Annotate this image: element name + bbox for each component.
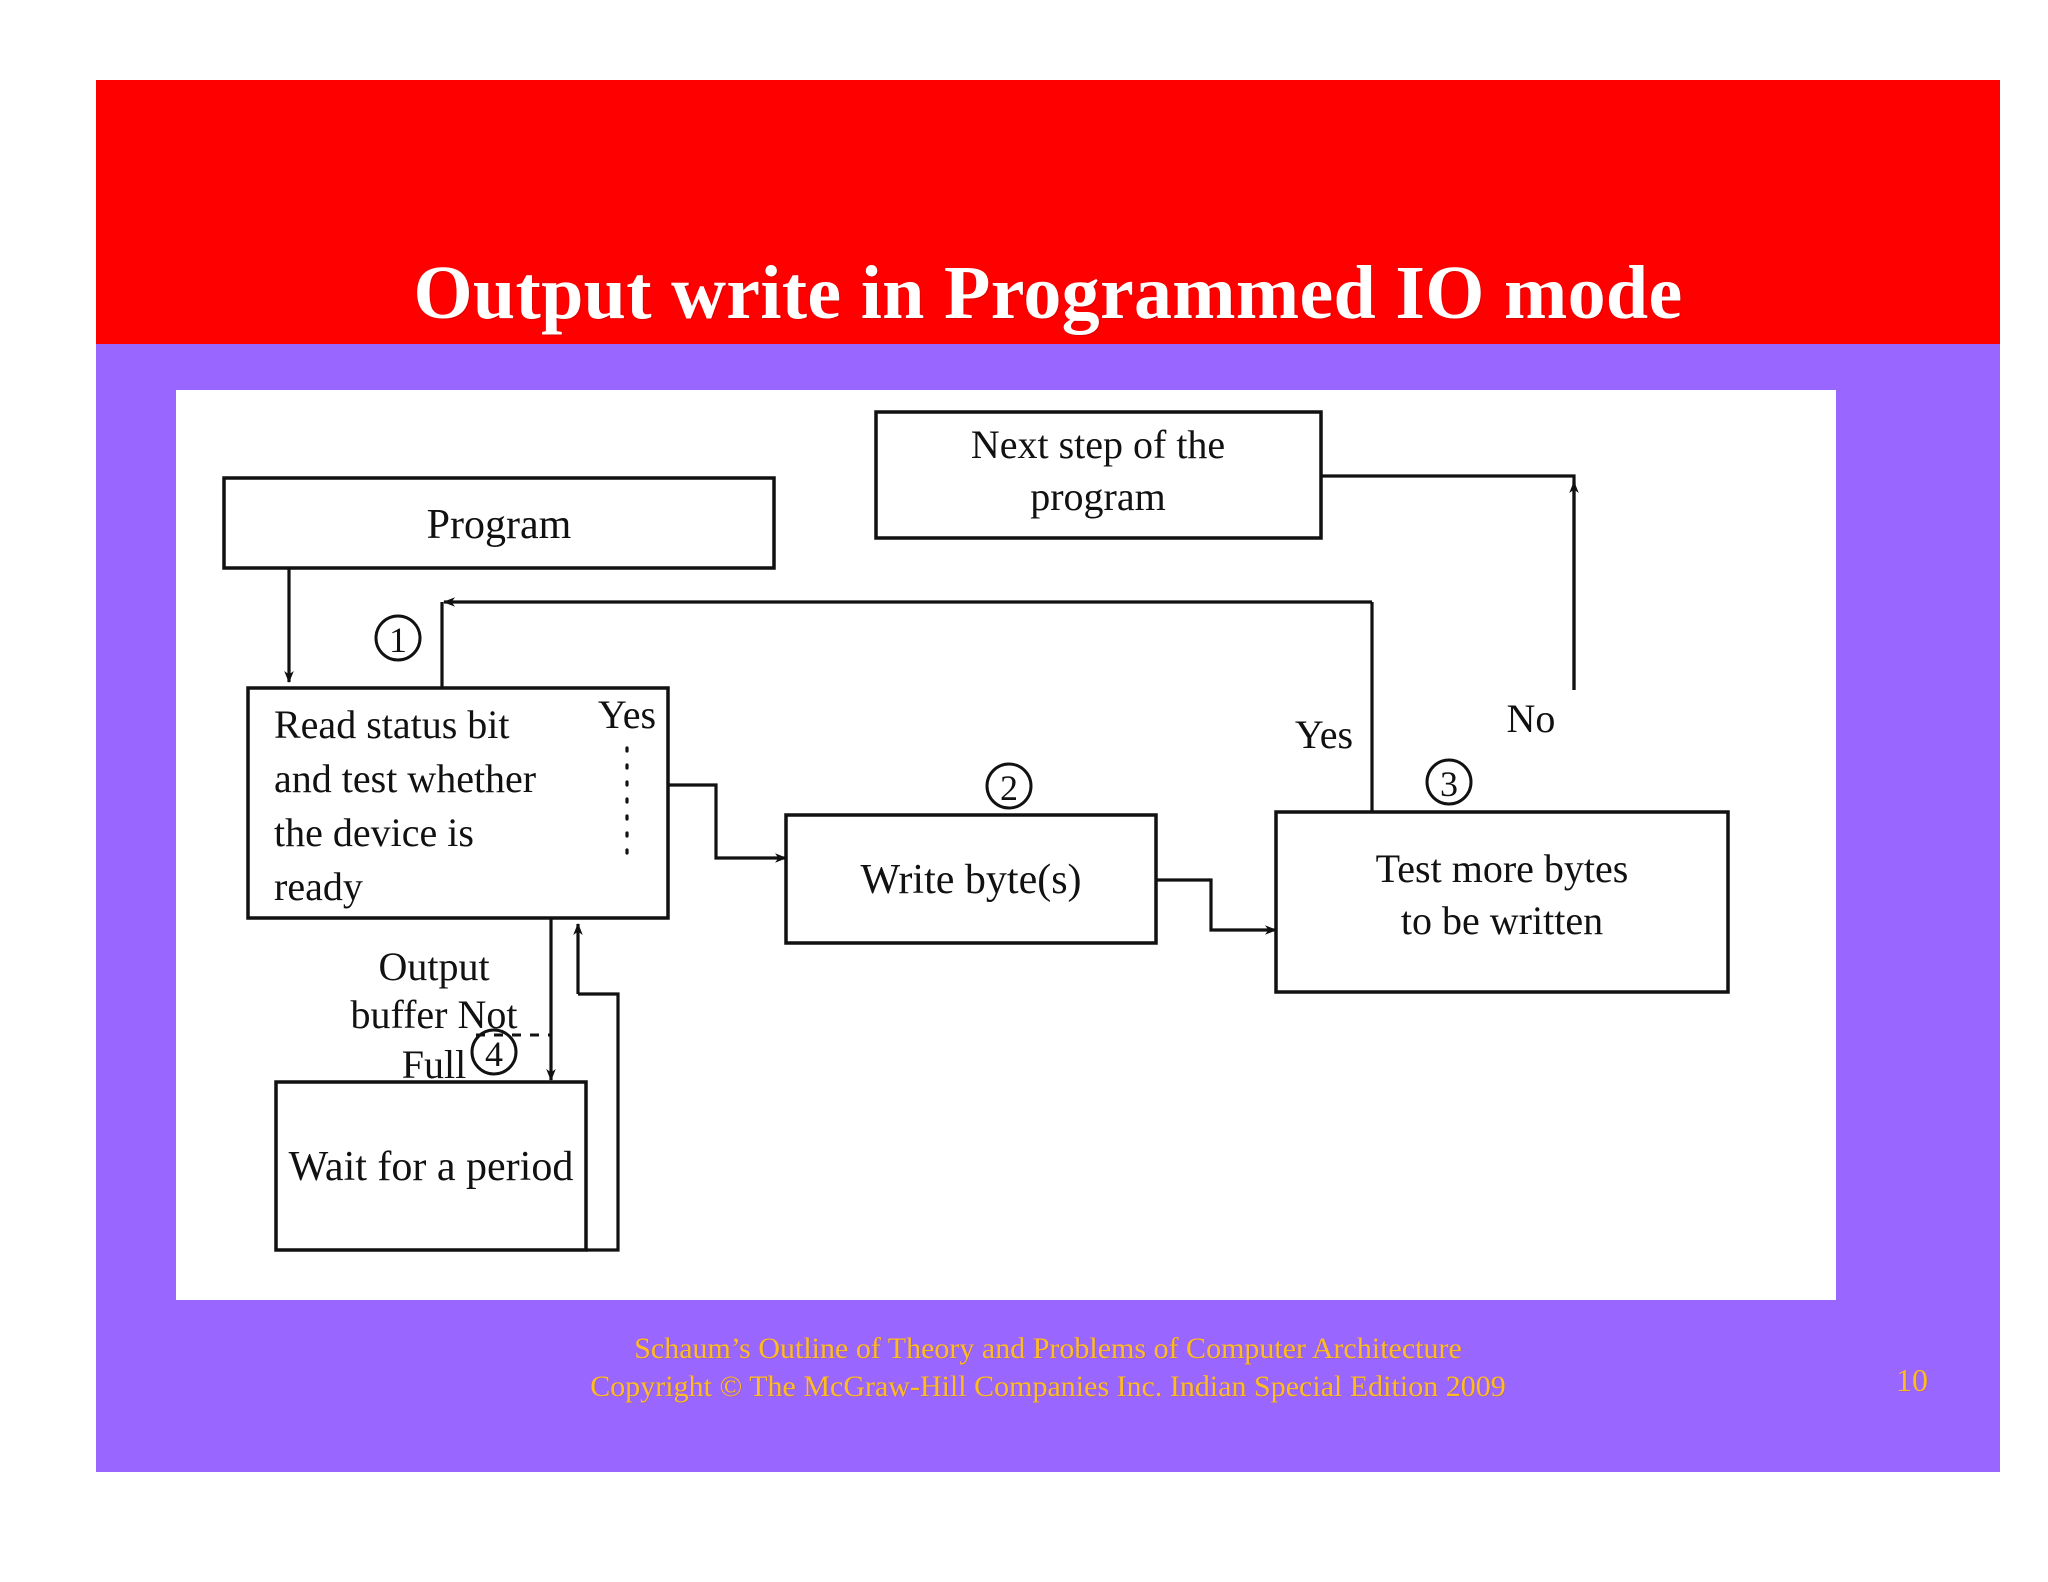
marker-2: 2 bbox=[985, 762, 1033, 810]
page-title: Output write in Programmed IO mode bbox=[413, 251, 1683, 336]
marker-1: ① 1 bbox=[374, 614, 422, 662]
marker-1-digit: 1 bbox=[389, 620, 407, 660]
footer: Schaum’s Outline of Theory and Problems … bbox=[96, 1330, 2000, 1407]
marker-3-digit: 3 bbox=[1440, 764, 1458, 804]
node-test-more-label-line2: to be written bbox=[1401, 898, 1603, 943]
output-buffer-line3: Full bbox=[402, 1042, 466, 1087]
marker-2-digit: 2 bbox=[1000, 768, 1018, 808]
node-program: Program bbox=[222, 476, 776, 570]
page-number: 10 bbox=[1896, 1362, 1928, 1398]
edge-loopback-to-read-status bbox=[440, 597, 1372, 688]
node-program-label: Program bbox=[427, 502, 572, 548]
edge-label-yes-left: Yes bbox=[598, 692, 656, 737]
edge-write-bytes-to-test-more bbox=[1156, 878, 1277, 935]
node-next-step-label-line2: program bbox=[1030, 474, 1166, 519]
node-next-step-label-line1: Next step of the bbox=[971, 422, 1225, 467]
output-buffer-line1: Output bbox=[378, 944, 489, 989]
node-wait-label: Wait for a period bbox=[289, 1144, 574, 1190]
title-bar: Output write in Programmed IO mode bbox=[96, 80, 2000, 344]
node-read-status-label-line3: the device is bbox=[274, 810, 474, 855]
node-read-status: Read status bit and test whether the dev… bbox=[246, 686, 670, 920]
flowchart-figure: Program Next step of the program Read st… bbox=[176, 390, 1836, 1300]
node-test-more-label-line1: Test more bytes bbox=[1376, 846, 1629, 891]
edge-read-status-to-write-bytes bbox=[668, 783, 787, 863]
node-wait-for-period: Wait for a period bbox=[274, 1080, 588, 1252]
node-test-more-bytes: Test more bytes to be written bbox=[1274, 810, 1730, 994]
flowchart-svg: Program Next step of the program Read st… bbox=[222, 410, 1730, 1252]
dotted-yes-left: Yes bbox=[598, 692, 656, 860]
edge-no-branch-to-next-step bbox=[1321, 474, 1579, 690]
edge-label-no-right: No bbox=[1507, 696, 1556, 741]
node-read-status-label-line1: Read status bit bbox=[274, 702, 510, 747]
node-write-bytes: Write byte(s) bbox=[784, 813, 1158, 945]
edge-wait-to-read-status bbox=[573, 923, 620, 1252]
edge-label-yes-right: Yes bbox=[1295, 712, 1353, 757]
edge-label-output-buffer-not-full: Output buffer Not Full bbox=[351, 944, 551, 1087]
marker-4: 4 bbox=[470, 1028, 518, 1076]
edge-yes-right: Yes bbox=[1295, 602, 1374, 812]
slide-canvas: Output write in Programmed IO mode Progr… bbox=[96, 80, 2000, 1472]
marker-3: 3 bbox=[1425, 758, 1473, 806]
footer-line-1: Schaum’s Outline of Theory and Problems … bbox=[634, 1332, 1462, 1365]
footer-line-2: Copyright © The McGraw-Hill Companies In… bbox=[590, 1370, 1506, 1404]
node-next-step: Next step of the program bbox=[874, 410, 1323, 540]
marker-4-digit: 4 bbox=[485, 1034, 503, 1074]
edge-no-right: No bbox=[1507, 696, 1556, 741]
node-read-status-label-line2: and test whether bbox=[274, 756, 536, 801]
node-write-bytes-label: Write byte(s) bbox=[860, 857, 1081, 903]
node-read-status-label-line4: ready bbox=[274, 864, 363, 909]
